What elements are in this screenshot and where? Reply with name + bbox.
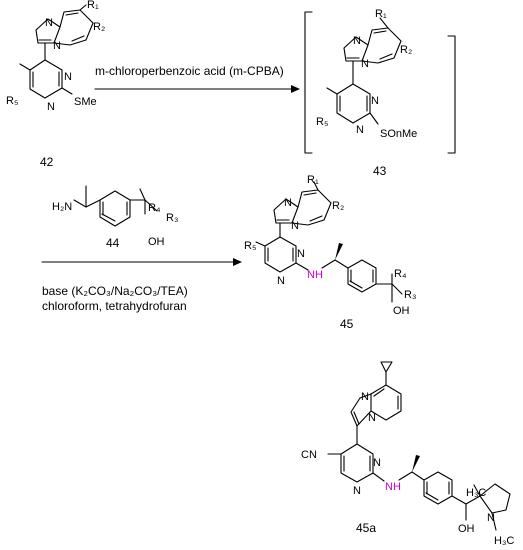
amine-nh: NH [307,269,323,281]
atom-n: N [353,485,361,497]
compound-42-label: 42 [40,155,54,169]
compound-43-label: 43 [373,164,387,178]
r4-label: R₄ [148,202,161,214]
compound-44: H₂N R₄ R₃ OH 44 [52,185,178,250]
atom-n: N [353,35,361,47]
atom-n: N [277,275,285,287]
compound-43: N N R₁ R₂ R₅ N N SOnMe 43 [304,8,456,178]
r2-label: R₂ [332,200,344,212]
compound-45-label: 45 [340,317,354,331]
oh-group: OH [148,236,165,248]
atom-n: N [368,412,376,424]
atom-n: N [45,17,53,29]
solvent-conditions: chloroform, tetrahydrofuran [42,299,187,313]
r2-label: R₂ [400,44,412,56]
r2-label: R₂ [93,21,105,33]
atom-n: N [284,197,292,209]
atom-n: N [487,512,495,524]
r3-label: R₃ [166,212,178,224]
oxidant-label: m-chloroperbenzoic acid (m-CPBA) [95,64,284,78]
r5-label: R₅ [244,240,256,252]
atom-n: N [361,58,369,70]
compound-42: N N R₁ R₂ R₅ N N SMe 42 [6,0,105,169]
r1-label: R₁ [87,0,99,11]
compound-45a: N N CN N N NH OH H₃C N H₃C 45a [301,361,514,547]
oh-group: OH [458,523,475,535]
compound-44-label: 44 [106,236,120,250]
atom-n: N [291,220,299,232]
atom-n: N [47,101,55,113]
atom-n: N [361,391,369,403]
atom-n: N [356,124,364,136]
compound-45a-label: 45a [356,521,376,535]
amine-nh: NH [385,481,401,493]
compound-45: N N R₁ R₂ R₅ N N NH R₄ R₃ OH 45 [244,174,416,331]
atom-n: N [297,248,305,260]
oh-group: OH [393,305,410,317]
atom-n: N [371,95,379,107]
r1-label: R₁ [307,174,319,186]
r5-label: R₅ [316,116,328,128]
sme-group: SMe [74,96,97,108]
sonme-group: SOnMe [380,128,417,140]
r4-label: R₄ [394,268,407,280]
reaction-arrow-1: m-chloroperbenzoic acid (m-CPBA) [94,64,300,93]
r1-label: R₁ [375,8,387,20]
r5-label: R₅ [6,95,18,107]
atom-n: N [373,457,381,469]
h3c-group: H₃C [466,487,486,499]
cn-group: CN [301,449,317,461]
h2n-group: H₂N [52,201,72,213]
n-methyl-group: H₃C [494,535,514,547]
reaction-arrow-2: base (K₂CO₃/Na₂CO₃/TEA) chloroform, tetr… [41,258,242,313]
base-conditions: base (K₂CO₃/Na₂CO₃/TEA) [42,284,188,298]
atom-n: N [53,40,61,52]
atom-n: N [64,71,72,83]
r3-label: R₃ [404,289,416,301]
